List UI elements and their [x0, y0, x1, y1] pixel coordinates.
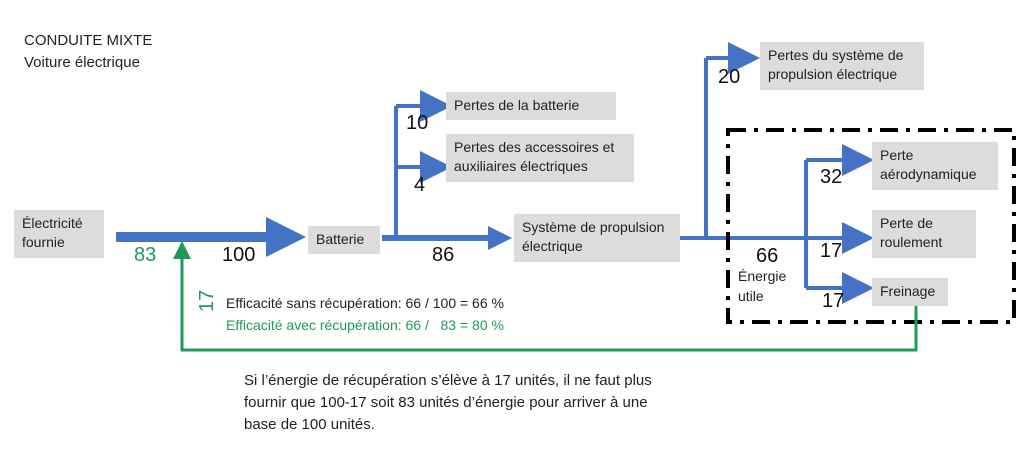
box-pertes-systeme: Pertes du système de propulsion électriq…	[760, 42, 924, 90]
value-fournie: 83	[134, 244, 157, 266]
label-energie-utile: Énergie utile	[738, 268, 787, 304]
box-batterie: Batterie	[308, 226, 380, 254]
efficiency-without-recovery: Efficacité sans récupération: 66 / 100 =…	[226, 295, 504, 311]
box-freinage: Freinage	[872, 278, 948, 306]
box-perte-roulement: Perte de roulement	[872, 210, 976, 258]
value-pertes-systeme: 20	[718, 66, 741, 88]
value-apres-batterie: 86	[432, 244, 455, 266]
box-perte-aerodynamique: Perte aérodynamique	[872, 142, 998, 190]
box-pertes-accessoires: Pertes des accessoires et auxiliaires él…	[446, 134, 634, 182]
value-pertes-batterie: 10	[406, 112, 429, 134]
value-freinage: 17	[822, 290, 845, 312]
recovery-note: Si l’énergie de récupération s’élève à 1…	[244, 372, 652, 433]
header-line-1: CONDUITE MIXTE	[24, 32, 153, 49]
value-perte-roulement: 17	[820, 240, 843, 262]
useful-energy-frame	[726, 128, 1016, 324]
value-perte-aero: 32	[820, 166, 843, 188]
value-energie-utile: 66	[756, 245, 779, 267]
box-electricite-fournie: Électricité fournie	[14, 210, 104, 258]
value-entree: 100	[222, 244, 256, 266]
value-recuperation: 17	[196, 289, 218, 312]
recovery-loop	[173, 241, 918, 352]
value-pertes-accessoires: 4	[414, 174, 426, 196]
efficiency-with-recovery: Efficacité avec récupération: 66 / 83 = …	[226, 317, 504, 333]
box-pertes-batterie: Pertes de la batterie	[446, 92, 616, 120]
header-title: CONDUITE MIXTE Voiture électrique	[24, 30, 152, 74]
header-line-2: Voiture électrique	[24, 54, 140, 71]
box-systeme-propulsion: Système de propulsion électrique	[514, 214, 680, 262]
